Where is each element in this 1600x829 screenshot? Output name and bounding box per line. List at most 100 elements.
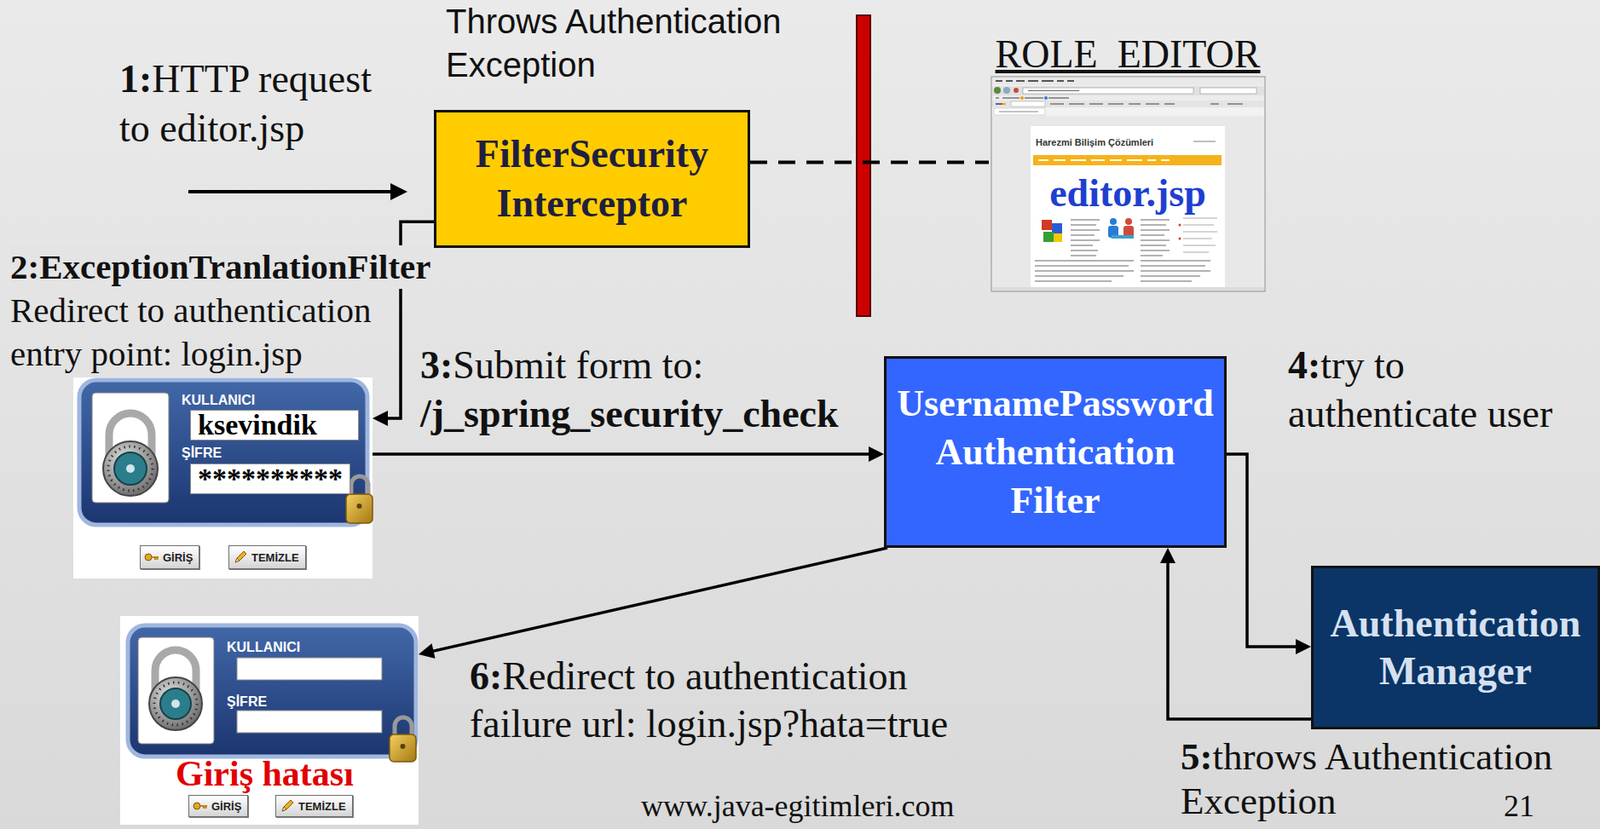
field-caption: KULLANICI (181, 392, 255, 409)
field-caption: ŞİFRE (181, 445, 222, 462)
button-label: GİRİŞ (211, 800, 242, 814)
connector (372, 446, 884, 463)
exception-note: Throws Authentication Exception (445, 2, 782, 84)
connector-line (372, 452, 871, 457)
browser-screenshot (1193, 140, 1216, 143)
browser-screenshot (1033, 155, 1222, 166)
login-error-form-picture (400, 744, 406, 750)
browser-screenshot (1111, 235, 1134, 239)
login-form-picture (73, 377, 373, 579)
pencil-icon (235, 551, 247, 563)
label-group: 2:ExceptionTranlationFilterRedirect to a… (10, 245, 411, 376)
login-error-form-picture (160, 688, 191, 720)
step-number: 3: (420, 343, 453, 388)
browser-screenshot (1109, 218, 1117, 226)
step-text: try to authenticate user (1288, 343, 1553, 436)
browser-screenshot (1200, 87, 1257, 94)
step-text: HTTP request to editor.jsp (119, 57, 372, 151)
login-form-picture (126, 464, 135, 474)
arrow-head (868, 446, 884, 463)
form-button: TEMİZLE (275, 795, 353, 818)
site-title: Harezmi Bilişim Çözümleri (1035, 137, 1154, 149)
field-value: ********** (197, 463, 343, 495)
login-form-picture (357, 503, 363, 509)
browser-screenshot (992, 287, 1265, 291)
request-arrow (390, 183, 408, 201)
browser-screenshot (1041, 219, 1052, 231)
page-name: editor.jsp (988, 172, 1267, 215)
input-field: ********** (190, 463, 351, 495)
page-number: 21 (1503, 789, 1535, 824)
login-form-picture (103, 441, 158, 497)
browser-screenshot (1003, 86, 1011, 94)
browser-screenshot (992, 86, 1265, 96)
error-message: Giriş hatası (175, 755, 354, 793)
connector-line (1167, 561, 1312, 720)
connector (1160, 548, 1312, 720)
browser-screenshot (1053, 233, 1063, 243)
login-error-form-picture (154, 682, 197, 726)
box-title: Authentication Manager (1330, 600, 1582, 696)
button-label: TEMİZLE (298, 800, 347, 814)
login-form-picture (92, 392, 169, 503)
browser-screenshot (992, 100, 1265, 108)
connector (750, 161, 989, 163)
browser-screenshot (1002, 103, 1006, 105)
key-icon (193, 802, 201, 810)
step-text: Redirect to authentication failure url: … (469, 654, 948, 746)
field-value: ksevindik (197, 410, 318, 441)
login-error-form-picture (138, 637, 214, 745)
pencil-icon (235, 558, 240, 563)
button-label: TEMİZLE (251, 551, 300, 565)
arrow-head (372, 410, 388, 427)
connector-line (432, 548, 888, 653)
check-url: /j_spring_security_check (420, 389, 839, 439)
browser-screenshot (1038, 159, 1170, 162)
pencil-icon (279, 798, 295, 815)
label-group: 21 (1503, 789, 1535, 824)
label-group: Throws Authentication Exception (445, 0, 804, 87)
step-number: 6: (469, 654, 503, 699)
browser-screenshot (992, 95, 1265, 101)
key-icon (144, 549, 160, 566)
input-field: ksevindik (190, 410, 359, 441)
browser-screenshot (1140, 260, 1211, 282)
label-group: 6:Redirect to authentication failure url… (469, 652, 982, 749)
form-button: TEMİZLE (228, 545, 307, 570)
connector (418, 548, 888, 659)
browser-screenshot (1125, 218, 1133, 226)
step-text: Redirect to authentication entry point: … (10, 290, 372, 374)
browser-screenshot (995, 80, 1075, 82)
filter-name: 2:ExceptionTranlationFilter (10, 245, 431, 289)
step-text: throws Authentication Exception (1180, 735, 1553, 823)
step-number: 1: (119, 57, 152, 101)
form-button: GİRİŞ (139, 545, 200, 570)
browser-screenshot (993, 108, 1046, 116)
filter-box: UsernamePassword Authentication Filter (883, 356, 1227, 549)
browser-screenshot (1140, 219, 1170, 256)
interceptor-box: FilterSecurity Interceptor (433, 109, 751, 249)
connector-line (1226, 454, 1298, 647)
footer-url: www.java-egitimleri.com (641, 789, 955, 824)
label-group: www.java-egitimleri.com (641, 789, 955, 824)
step-number: 4: (1288, 343, 1321, 388)
pencil-icon (232, 549, 249, 566)
box-title: FilterSecurity Interceptor (475, 129, 709, 229)
request-arrow (188, 183, 408, 201)
browser-screenshot (1183, 218, 1218, 253)
browser-screenshot (1034, 260, 1134, 282)
login-error-form-picture (236, 658, 382, 681)
login-error-form: KULLANICIŞİFREGiriş hatasıGİRİŞTEMİZLE (120, 616, 419, 826)
browser-screenshot (995, 103, 1000, 105)
login-error-form-picture (171, 699, 180, 709)
arrow-head (1295, 639, 1312, 655)
browser-screenshot (995, 97, 1069, 99)
browser-screenshot (1010, 101, 1046, 107)
browser-screenshot (1013, 87, 1019, 93)
login-error-form-picture (236, 710, 382, 734)
browser-screenshot (1020, 96, 1024, 100)
key-icon (144, 554, 152, 561)
login-form-picture (114, 452, 147, 486)
login-form-picture (108, 446, 153, 491)
